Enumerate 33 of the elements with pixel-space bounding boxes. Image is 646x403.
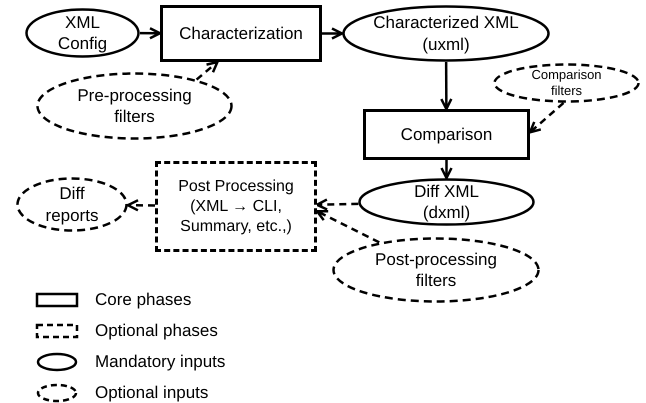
arrow xyxy=(196,60,219,81)
arrow xyxy=(440,62,453,110)
arrow xyxy=(322,27,344,40)
arrow xyxy=(140,26,162,40)
input-ellipse xyxy=(16,177,128,232)
node-label: Comparison filters xyxy=(530,66,603,100)
node-label: Characterization xyxy=(179,22,303,44)
input-ellipse xyxy=(36,72,233,140)
legend-label: Mandatory inputs xyxy=(95,351,226,374)
legend-label: Optional inputs xyxy=(95,382,208,403)
process-box xyxy=(363,109,530,160)
legend-label: Optional phases xyxy=(95,320,218,342)
arrow xyxy=(126,199,156,212)
input-ellipse xyxy=(493,63,640,103)
node-label: Characterized XML (uxml) xyxy=(372,12,520,55)
input-ellipse xyxy=(332,237,540,303)
legend-label: Core phases xyxy=(95,289,192,312)
node-label: Diff reports xyxy=(44,183,100,226)
arrow xyxy=(316,210,380,244)
node-label: Pre-processing filters xyxy=(76,84,193,128)
input-ellipse xyxy=(358,178,535,226)
node-label: XML Config xyxy=(56,12,108,54)
input-ellipse xyxy=(25,8,140,58)
process-box xyxy=(160,5,322,62)
node-label: Post-processing filters xyxy=(374,248,498,292)
arrow xyxy=(316,198,358,211)
node-label: Diff XML (dxml) xyxy=(413,180,480,224)
node-label: Post Processing (XML → CLI, Summary, etc.,) xyxy=(177,176,295,236)
input-ellipse xyxy=(342,5,550,62)
arrow xyxy=(528,102,564,134)
arrow xyxy=(440,160,453,180)
node-label: Comparison xyxy=(400,124,492,146)
process-box xyxy=(155,161,317,252)
